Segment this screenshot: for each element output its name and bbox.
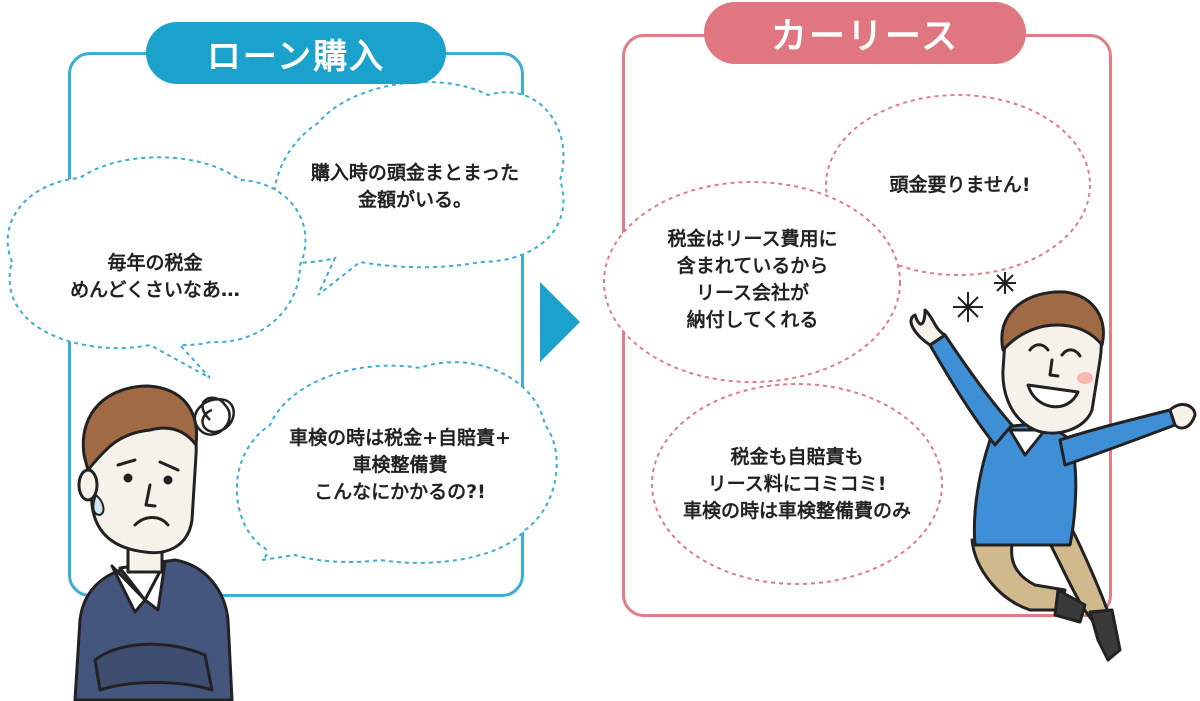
happy-man-illustration (909, 290, 1197, 662)
loan-bubble-downpayment-text: 購入時の頭金まとまった 金額がいる。 (310, 162, 520, 211)
lease-bubble-inspection-text: 税金も自賠責も リース料にコミコミ! 車検の時は車検整備費のみ (682, 446, 911, 522)
bubble-lease-tax (603, 181, 901, 383)
bubble-loan-downpayment (272, 81, 565, 296)
bubble-loan-tax (6, 156, 307, 379)
loan-bubble-inspection-text: 車検の時は税金+自賠責+ 車検整備費 こんなにかかるの?! (289, 427, 511, 503)
arrow-right-icon (540, 282, 580, 362)
bubble-lease-inspection (651, 383, 943, 585)
lease-bubble-downpayment-text: 頭金要りません! (889, 174, 1031, 196)
loan-title: ローン購入 (146, 22, 446, 84)
scribble-icon (193, 396, 235, 436)
worried-man-illustration (73, 384, 234, 701)
bubble-lease-downpayment (825, 94, 1091, 276)
sparkle-icon (953, 272, 1016, 322)
bubble-loan-inspection (235, 361, 558, 564)
lease-bubble-tax-text: 税金はリース費用に 含まれているから リース会社が 納付してくれる (667, 228, 838, 331)
lease-title: カーリース (704, 2, 1026, 64)
loan-bubble-tax-text: 毎年の税金 めんどくさいなあ… (70, 252, 240, 301)
